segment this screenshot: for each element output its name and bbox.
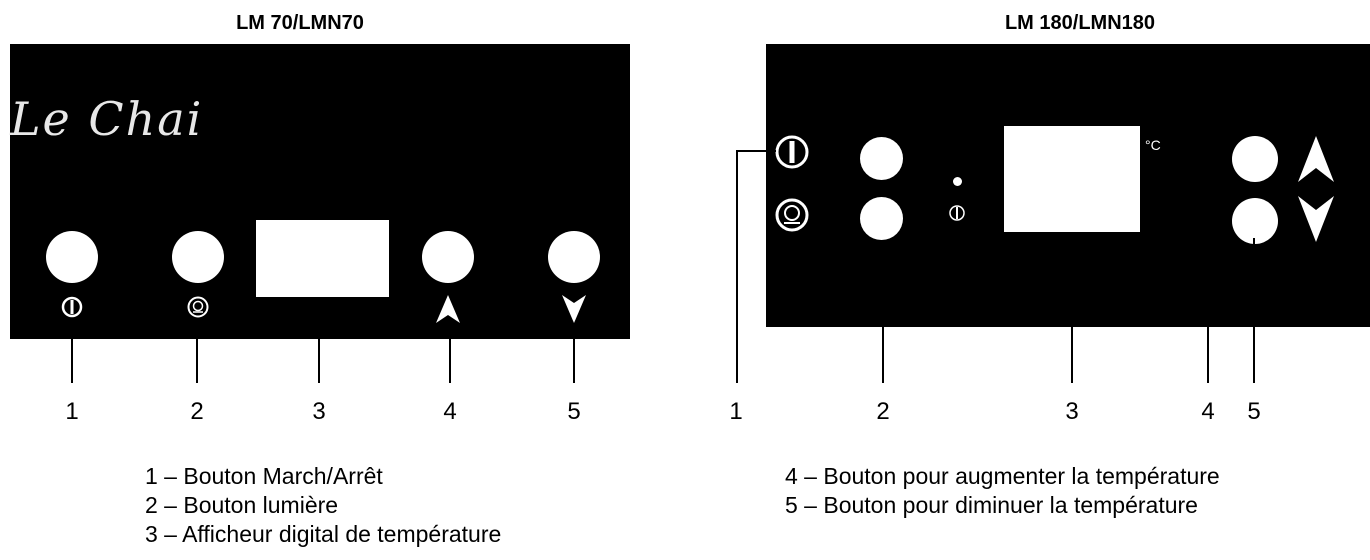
callout-number: 2 <box>190 398 204 425</box>
arrow-up-icon <box>436 295 460 323</box>
leader-line <box>196 339 198 383</box>
temp-down-button[interactable] <box>1232 198 1278 244</box>
legend-right: 4 – Bouton pour augmenter la température… <box>785 462 1220 520</box>
temperature-display <box>1004 126 1140 232</box>
arrow-up-icon <box>1298 136 1334 182</box>
power-icon <box>61 296 83 318</box>
temp-down-button[interactable] <box>548 231 600 283</box>
power-icon <box>949 205 965 221</box>
temp-up-button[interactable] <box>1232 136 1278 182</box>
legend-item: 1 – Bouton March/Arrêt <box>145 463 383 489</box>
leader-line <box>1071 242 1073 383</box>
legend-item: 3 – Afficheur digital de température <box>145 521 502 547</box>
callout-number: 4 <box>1201 398 1215 425</box>
callout-number: 3 <box>312 398 326 425</box>
light-button[interactable] <box>172 231 224 283</box>
callout-number: 4 <box>443 398 457 425</box>
callout-number: 5 <box>567 398 581 425</box>
callout-number: 3 <box>1065 398 1079 425</box>
light-button[interactable] <box>860 197 903 240</box>
legend-item: 2 – Bouton lumière <box>145 492 339 518</box>
leader-line <box>573 339 575 383</box>
callout-number: 2 <box>876 398 890 425</box>
light-icon <box>187 296 209 318</box>
power-icon <box>775 135 809 169</box>
left-control-panel: Le Chai <box>10 44 630 339</box>
leader-line <box>318 339 320 383</box>
callout-number: 5 <box>1247 398 1261 425</box>
callout-number: 1 <box>65 398 79 425</box>
legend-left: 1 – Bouton March/Arrêt 2 – Bouton lumièr… <box>145 462 501 549</box>
legend-item: 5 – Bouton pour diminuer la température <box>785 492 1198 518</box>
legend-item: 4 – Bouton pour augmenter la température <box>785 463 1220 489</box>
temperature-display <box>256 220 389 297</box>
leader-line <box>1207 150 1231 152</box>
leader-line <box>736 150 776 152</box>
temp-up-button[interactable] <box>422 231 474 283</box>
power-button[interactable] <box>860 137 903 180</box>
left-panel-title: LM 70/LMN70 <box>236 12 364 34</box>
arrow-down-icon <box>1298 196 1334 242</box>
leader-line <box>71 339 73 383</box>
brand-logo: Le Chai <box>10 92 204 146</box>
leader-line <box>449 339 451 383</box>
right-panel-title: LM 180/LMN180 <box>1004 12 1156 34</box>
leader-line <box>1253 238 1255 383</box>
power-button[interactable] <box>46 231 98 283</box>
callout-number: 1 <box>729 398 743 425</box>
arrow-down-icon <box>562 295 586 323</box>
indicator-led <box>953 177 962 186</box>
unit-label: °C <box>1145 137 1161 153</box>
leader-line <box>736 150 738 383</box>
leader-line <box>1207 150 1209 383</box>
leader-line <box>882 240 884 383</box>
right-control-panel: °C <box>766 44 1370 327</box>
light-icon <box>775 198 809 232</box>
